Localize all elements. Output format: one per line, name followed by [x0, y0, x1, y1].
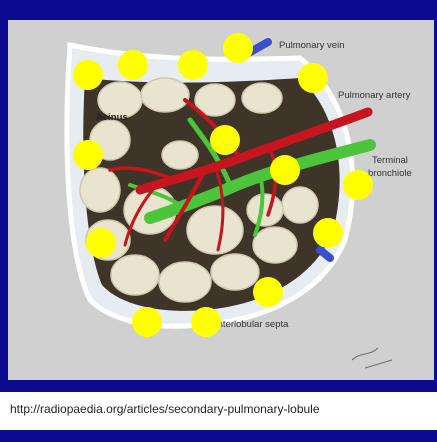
yellow-marker [343, 170, 373, 200]
label-interlobular-septa: Interlobular septa [215, 319, 288, 331]
yellow-marker [253, 277, 283, 307]
yellow-marker [298, 63, 328, 93]
artist-signature [352, 348, 392, 368]
label-terminal: Terminal [372, 155, 408, 167]
label-acinus: Acinus [96, 112, 128, 124]
yellow-marker [118, 50, 148, 80]
source-url: http://radiopaedia.org/articles/secondar… [10, 402, 320, 416]
yellow-marker [86, 228, 116, 258]
label-bronchiole: bronchiole [368, 168, 412, 180]
yellow-marker [73, 140, 103, 170]
yellow-marker [73, 60, 103, 90]
yellow-marker [210, 125, 240, 155]
yellow-marker [313, 218, 343, 248]
yellow-marker [270, 155, 300, 185]
yellow-marker [223, 33, 253, 63]
label-pulmonary-artery: Pulmonary artery [338, 90, 410, 102]
yellow-marker [132, 307, 162, 337]
label-pulmonary-vein: Pulmonary vein [279, 40, 344, 52]
yellow-marker [178, 50, 208, 80]
yellow-marker [191, 307, 221, 337]
